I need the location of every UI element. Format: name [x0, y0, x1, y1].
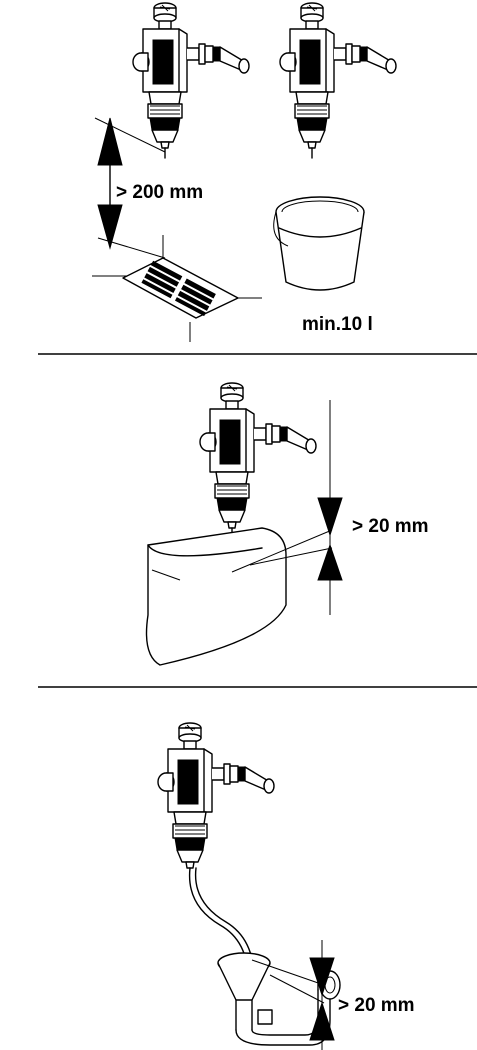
arrow-down-icon	[97, 204, 123, 250]
floor-drain	[92, 235, 262, 342]
valve-right	[279, 2, 397, 159]
arrow-up-icon	[317, 543, 343, 581]
arrow-up-icon	[309, 1001, 335, 1041]
arrow-down-icon	[309, 957, 335, 997]
gap-label-2: > 20 mm	[352, 516, 429, 537]
tank	[145, 527, 287, 666]
arrow-down-icon	[317, 497, 343, 537]
valve-left	[132, 2, 250, 159]
panel-siphon: > 20 mm	[157, 722, 415, 1050]
panel-tundish: > 20 mm	[145, 382, 429, 666]
arrow-up-icon	[97, 117, 123, 166]
bucket-label: min.10 l	[302, 314, 373, 335]
panel-floor-drain: > 200 mm	[92, 2, 397, 342]
gap-dimension-3	[309, 957, 335, 1041]
gap-label-3: > 20 mm	[338, 995, 415, 1016]
height-dimension	[94, 117, 166, 259]
height-label: > 200 mm	[116, 182, 203, 203]
bucket-icon	[273, 196, 365, 291]
gap-dimension-2	[317, 497, 343, 581]
